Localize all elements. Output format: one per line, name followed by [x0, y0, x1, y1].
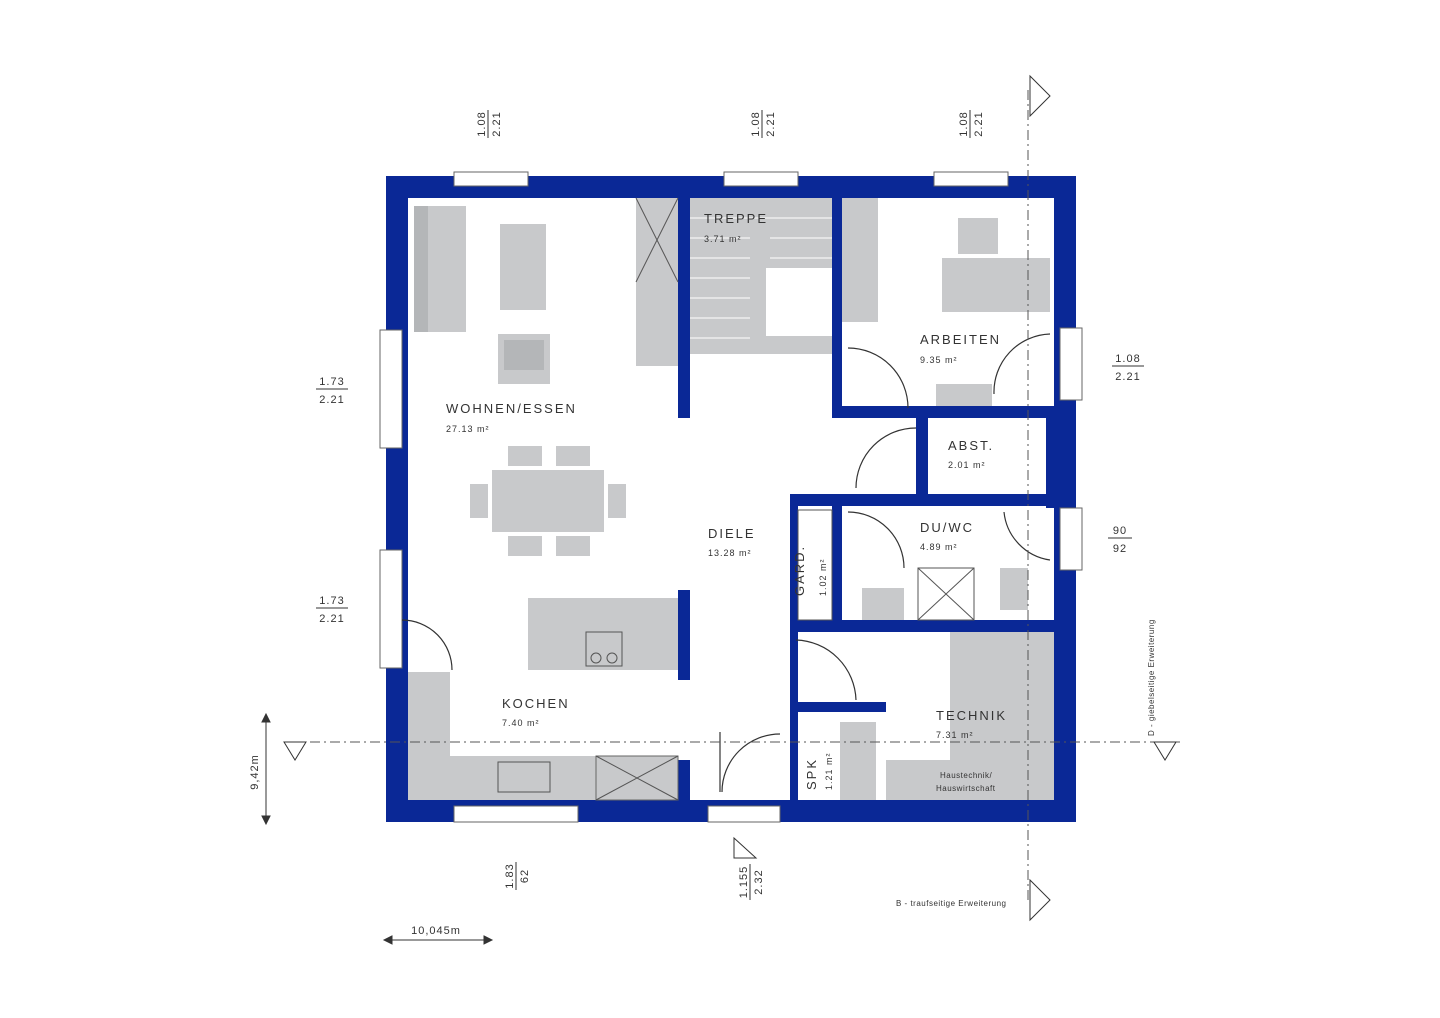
- room-gard-area: 1.02 m²: [818, 558, 828, 596]
- dim-right-lower-b: 92: [1113, 543, 1127, 555]
- room-abst-area: 2.01 m²: [948, 460, 986, 470]
- room-wohnen-name: WOHNEN/ESSEN: [446, 401, 577, 416]
- axis-lines: [290, 90, 1180, 900]
- dim-bottom-left-b: 62: [519, 869, 531, 883]
- room-treppe-name: TREPPE: [704, 211, 768, 226]
- room-treppe-area: 3.71 m²: [704, 234, 742, 244]
- overall-dims: [261, 712, 494, 945]
- dim-right-lower-a: 90: [1113, 525, 1127, 537]
- dim-top-left-b: 2.21: [491, 111, 503, 136]
- room-diele-name: DIELE: [708, 526, 756, 541]
- dim-right-upper-b: 2.21: [1115, 371, 1140, 383]
- dim-bottom-mid-b: 2.32: [753, 869, 765, 894]
- right-extension-note: D - giebelseitige Erweiterung: [1147, 619, 1156, 736]
- dim-bottom-left-a: 1.83: [504, 863, 516, 888]
- room-technik-note1: Haustechnik/: [940, 771, 993, 780]
- dim-top-right-a: 1.08: [958, 111, 970, 136]
- dim-right-upper-a: 1.08: [1115, 353, 1140, 365]
- room-kochen-area: 7.40 m²: [502, 718, 540, 728]
- room-duwc-area: 4.89 m²: [920, 542, 958, 552]
- dim-top-left-a: 1.08: [476, 111, 488, 136]
- room-spk-name: SPK: [804, 758, 819, 790]
- dim-top-mid-a: 1.08: [750, 111, 762, 136]
- room-gard-name: GARD.: [792, 545, 807, 596]
- dim-left-upper-b: 2.21: [319, 394, 344, 406]
- room-technik-note2: Hauswirtschaft: [936, 784, 996, 793]
- room-wohnen-area: 27.13 m²: [446, 424, 490, 434]
- dim-left-lower-b: 2.21: [319, 613, 344, 625]
- dim-bottom-mid-a: 1.155: [738, 866, 750, 899]
- room-abst-name: ABST.: [948, 438, 994, 453]
- room-diele-area: 13.28 m²: [708, 548, 752, 558]
- dim-top-mid-b: 2.21: [765, 111, 777, 136]
- section-markers: [283, 74, 1177, 922]
- room-spk-area: 1.21 m²: [824, 752, 834, 790]
- room-duwc-name: DU/WC: [920, 520, 974, 535]
- room-technik-area: 7.31 m²: [936, 730, 974, 740]
- width-dimension: 10,045m: [411, 925, 461, 937]
- doors: [401, 333, 1051, 793]
- dim-left-upper-a: 1.73: [319, 376, 344, 388]
- furniture: [408, 197, 1054, 801]
- windows: [379, 171, 1083, 823]
- room-kochen-name: KOCHEN: [502, 696, 570, 711]
- room-labels: WOHNEN/ESSEN 27.13 m² TREPPE 3.71 m² ARB…: [446, 211, 1007, 793]
- height-dimension: 9,42m: [249, 754, 261, 790]
- inner-walls: [678, 198, 1076, 800]
- window-dims: 1.08 2.21 1.08 2.21 1.08 2.21 1.73 2.21 …: [316, 110, 1144, 900]
- dim-left-lower-a: 1.73: [319, 595, 344, 607]
- room-arbeiten-area: 9.35 m²: [920, 355, 958, 365]
- bottom-extension-note: B - traufseitige Erweiterung: [896, 899, 1007, 908]
- dim-top-right-b: 2.21: [973, 111, 985, 136]
- room-arbeiten-name: ARBEITEN: [920, 332, 1001, 347]
- room-technik-name: TECHNIK: [936, 708, 1007, 723]
